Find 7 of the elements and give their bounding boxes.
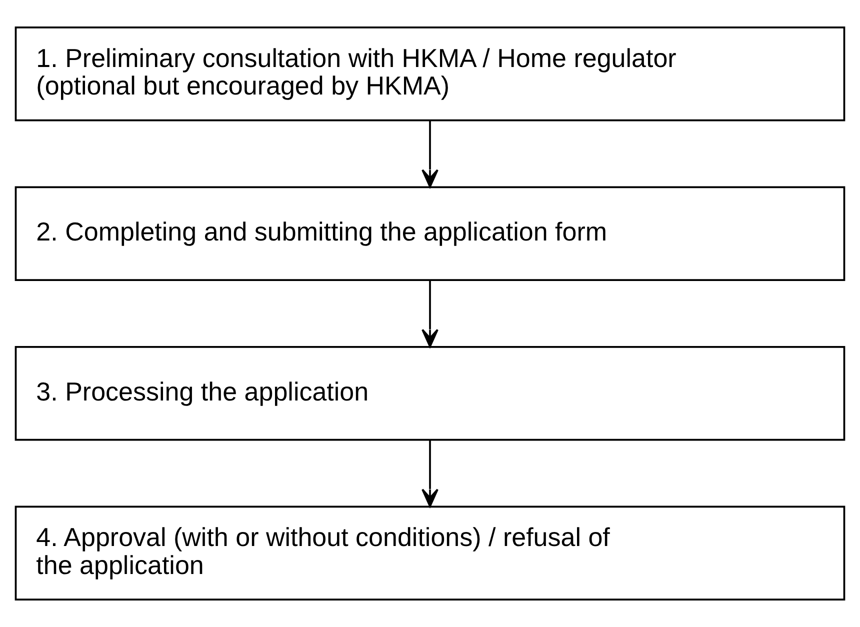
arrow [422, 440, 438, 508]
arrow [422, 280, 438, 348]
arrow [422, 120, 438, 188]
node-box: 4. Approval (with or without conditions) / refusal of the application [14, 506, 846, 600]
node-box: 3. Processing the application [14, 346, 846, 441]
node-box: 1. Preliminary consultation with HKMA / Home regulator (optional but encouraged by HKMA) [14, 26, 846, 122]
node-box: 2. Completing and submitting the application form [14, 186, 846, 281]
